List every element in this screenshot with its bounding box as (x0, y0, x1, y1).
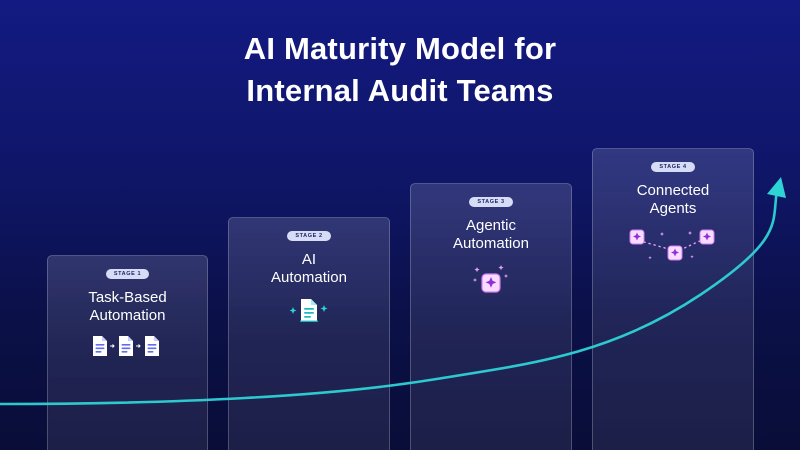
diagram-title: AI Maturity Model for Internal Audit Tea… (0, 28, 800, 112)
stage-title: AI Automation (271, 251, 347, 286)
stage-title: Agentic Automation (453, 217, 529, 252)
document-sequence-icon (48, 335, 207, 357)
stage-badge: STAGE 1 (105, 269, 150, 279)
stage-title: Connected Agents (636, 182, 710, 217)
connected-agents-icon (593, 228, 753, 262)
stage-title: Task-Based Automation (88, 289, 167, 324)
stage-badge: STAGE 4 (651, 162, 695, 172)
title-line-2: Internal Audit Teams (246, 73, 554, 108)
document-icon (92, 336, 107, 356)
stage-card-1: STAGE 1 Task-Based Automation (47, 255, 208, 450)
stage-card-3: STAGE 3 Agentic Automation (410, 183, 572, 450)
agent-icon (699, 229, 715, 245)
title-line-1: AI Maturity Model for (243, 31, 557, 66)
stage-badge: STAGE 3 (469, 197, 513, 207)
stage-card-4: STAGE 4 Connected Agents (592, 148, 754, 450)
agent-sparkle-icon (411, 263, 571, 295)
document-icon (144, 336, 159, 356)
document-icon (118, 336, 133, 356)
sparkle-document-icon (229, 297, 389, 323)
agent-icon (667, 245, 683, 261)
stage-card-2: STAGE 2 AI Automation (228, 217, 390, 450)
stage-badge: STAGE 2 (287, 231, 331, 241)
arrowhead-icon (767, 177, 786, 198)
agent-icon (629, 229, 645, 245)
